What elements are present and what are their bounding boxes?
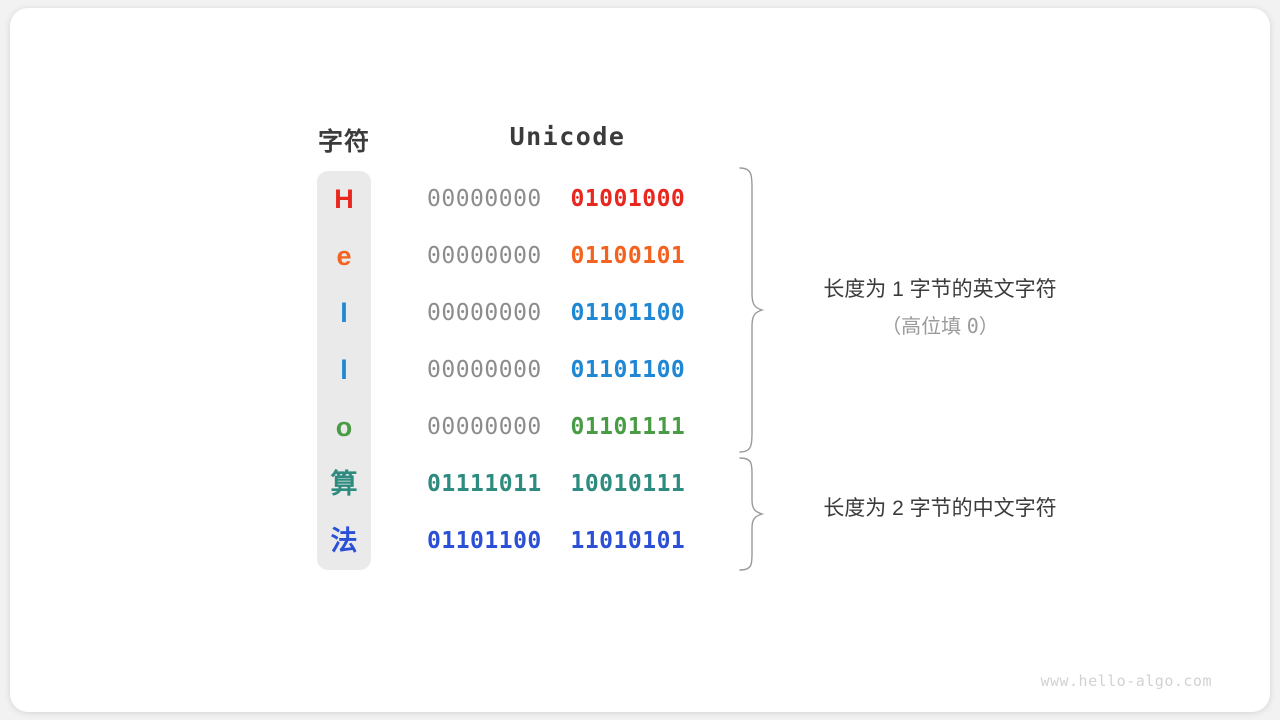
encoding-row: 算 01111011 10010111 — [317, 456, 707, 513]
row-low-byte: 01101111 — [570, 414, 686, 440]
annotation-english: 长度为 1 字节的英文字符 （高位填 0） — [770, 272, 1110, 345]
row-character: 算 — [330, 469, 358, 499]
encoding-row: H 00000000 01001000 — [317, 171, 707, 228]
row-low-byte: 01101100 — [570, 357, 686, 383]
annotation-chinese-main: 长度为 2 字节的中文字符 — [823, 497, 1057, 520]
annotation-english-sub-zero: 0 — [966, 314, 979, 338]
row-character: o — [335, 412, 353, 442]
row-character: 法 — [330, 526, 358, 556]
row-high-byte: 00000000 — [427, 300, 542, 326]
column-header-character: 字符 — [317, 128, 370, 156]
watermark: www.hello-algo.com — [1040, 672, 1212, 690]
encoding-row: o 00000000 01101111 — [317, 399, 707, 456]
column-header-unicode: Unicode — [509, 122, 626, 151]
row-character: e — [336, 241, 352, 271]
character-column-panel — [317, 171, 371, 570]
encoding-row: 法 01101100 11010101 — [317, 513, 707, 570]
row-high-byte: 01101100 — [427, 528, 542, 554]
brace-chinese-group — [739, 457, 764, 571]
row-low-byte: 01100101 — [570, 243, 686, 269]
row-character: H — [334, 184, 354, 214]
row-low-byte: 01001000 — [570, 186, 686, 212]
brace-english-group — [739, 167, 764, 453]
row-character: l — [340, 355, 348, 385]
diagram-card: 字符 Unicode H 00000000 01001000 e 00000000 0… — [10, 8, 1270, 712]
row-low-byte: 01101100 — [570, 300, 686, 326]
encoding-row: e 00000000 01100101 — [317, 228, 707, 285]
row-high-byte: 00000000 — [427, 186, 542, 212]
row-high-byte: 00000000 — [427, 414, 542, 440]
row-unicode-bits: 00000000 01101100 — [427, 285, 707, 342]
row-high-byte: 00000000 — [427, 357, 542, 383]
row-unicode-bits: 00000000 01101111 — [427, 399, 707, 456]
row-unicode-bits: 00000000 01101100 — [427, 342, 707, 399]
annotation-english-main: 长度为 1 字节的英文字符 — [823, 278, 1057, 301]
annotation-chinese: 长度为 2 字节的中文字符 — [770, 491, 1110, 527]
encoding-row: l 00000000 01101100 — [317, 285, 707, 342]
row-character: l — [340, 298, 348, 328]
row-unicode-bits: 01101100 11010101 — [427, 513, 707, 570]
row-unicode-bits: 00000000 01100101 — [427, 228, 707, 285]
row-unicode-bits: 00000000 01001000 — [427, 171, 707, 228]
row-high-byte: 01111011 — [427, 471, 542, 497]
annotation-english-sub: （高位填 0） — [770, 308, 1110, 345]
annotation-english-sub-suffix: ） — [978, 316, 999, 338]
annotation-english-sub-prefix: （高位填 — [881, 316, 967, 338]
row-low-byte: 10010111 — [570, 471, 686, 497]
row-unicode-bits: 01111011 10010111 — [427, 456, 707, 513]
row-high-byte: 00000000 — [427, 243, 542, 269]
encoding-row: l 00000000 01101100 — [317, 342, 707, 399]
row-low-byte: 11010101 — [570, 528, 686, 554]
